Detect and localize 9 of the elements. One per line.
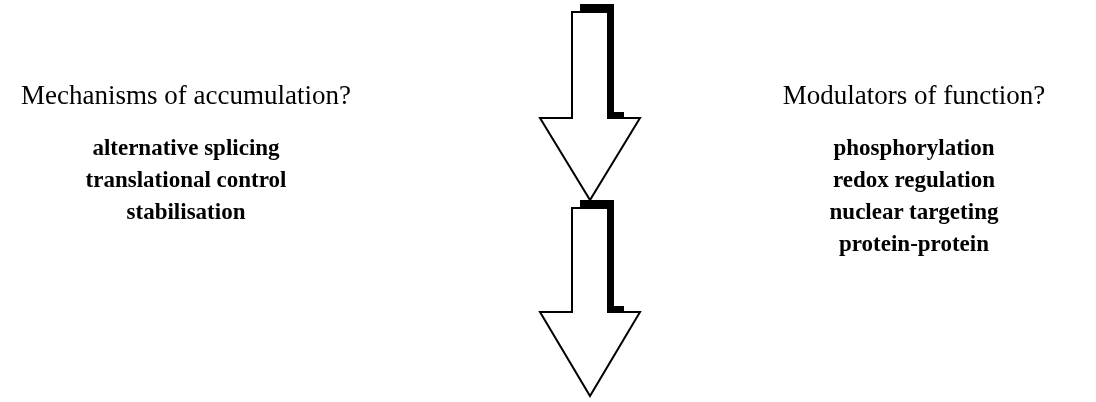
list-item: nuclear targeting [829, 199, 999, 225]
list-item: translational control [85, 167, 287, 193]
list-item: redox regulation [832, 167, 996, 193]
heading: Modulators of function? [782, 80, 1046, 111]
list-item: protein-protein [839, 231, 989, 257]
list-item: stabilisation [126, 199, 246, 225]
list-item: phosphorylation [833, 135, 995, 161]
list-item: alternative splicing [92, 135, 280, 161]
heading: Mechanisms of accumulation? [21, 80, 351, 111]
